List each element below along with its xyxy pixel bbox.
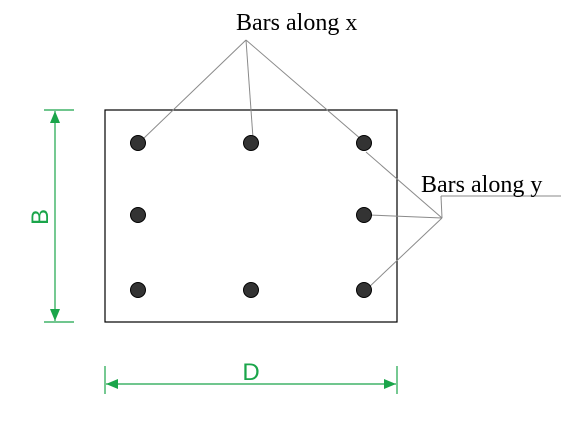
rebar: [130, 207, 146, 223]
leaders-bars-x: [142, 39, 363, 141]
bars-along-y-label: Bars along y: [421, 172, 542, 198]
dimension-d: [104, 366, 398, 394]
leader-y-1: [440, 195, 443, 219]
leader-y-2: [365, 151, 443, 219]
rebar: [130, 135, 146, 151]
dimension-b: [44, 109, 74, 323]
rebar: [130, 282, 146, 298]
bars-along-x-label: Bars along x: [236, 10, 357, 36]
leader-y-4: [366, 217, 443, 290]
leader-x-2: [245, 39, 254, 139]
reinforcement-bars: [130, 135, 372, 298]
rebar: [356, 207, 372, 223]
dim-b-label: B: [27, 209, 54, 225]
rebar: [356, 135, 372, 151]
rebar: [243, 282, 259, 298]
leaders-bars-y: [365, 151, 561, 290]
dim-d-label: D: [242, 359, 259, 386]
rebar: [356, 282, 372, 298]
rebar: [243, 135, 259, 151]
leader-x-1: [142, 39, 247, 140]
leader-x-3: [245, 39, 363, 141]
leader-y-3: [368, 214, 443, 219]
